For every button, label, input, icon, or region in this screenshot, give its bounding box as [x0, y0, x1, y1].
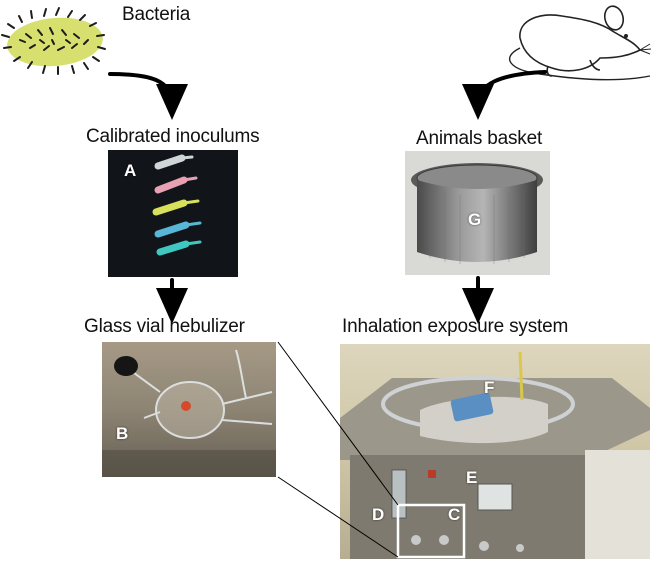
red-droplet: [181, 401, 191, 411]
nebulizer-label: Glass vial nebulizer: [84, 316, 245, 337]
bacteria-label: Bacteria: [122, 4, 191, 25]
basket-label: Animals basket: [416, 128, 543, 149]
panel-letter-c: C: [448, 505, 461, 524]
panel-letter-b: B: [116, 424, 129, 443]
control-screen: [477, 483, 513, 511]
panel-letter-e: E: [466, 468, 478, 487]
panel-letter-a: A: [124, 161, 137, 180]
tube-teal: [156, 240, 202, 256]
panel-letter-f: F: [484, 378, 495, 397]
exposure-label: Inhalation exposure system: [342, 316, 569, 337]
photo-exposure-system: [340, 344, 650, 559]
side-unit: [585, 450, 650, 559]
tube-blue: [154, 221, 202, 238]
panel-letter-d: D: [372, 505, 385, 524]
photo-a-inoculum-tubes: [108, 150, 238, 277]
arrow-bacteria-to-inoculums: [108, 72, 188, 120]
arrow-mouse-to-basket: [462, 70, 547, 120]
yellow-tube: [518, 351, 524, 401]
mouse-illustration: [508, 5, 652, 81]
mouse-ear: [603, 5, 625, 31]
photo-b-nebulizer: [102, 342, 276, 477]
tube-pink: [154, 176, 198, 194]
mouse-eye: [624, 34, 628, 38]
photo-g-animals-basket: [405, 151, 550, 275]
blue-box: [450, 392, 494, 422]
bacteria-illustration: [1, 7, 106, 75]
bacteria-body: [7, 17, 103, 67]
tube-white: [154, 154, 194, 170]
highlight-box: [396, 503, 466, 559]
vial-cap: [114, 356, 138, 376]
zoom-connector-lines: [277, 341, 399, 558]
machine-cabinet: [350, 455, 585, 559]
tube-yellow: [152, 199, 200, 216]
inoculums-label: Calibrated inoculums: [86, 126, 260, 147]
bacteria-flagella: [1, 7, 106, 75]
flow-arrows: [108, 70, 547, 324]
panel-letter-g: G: [468, 210, 482, 229]
